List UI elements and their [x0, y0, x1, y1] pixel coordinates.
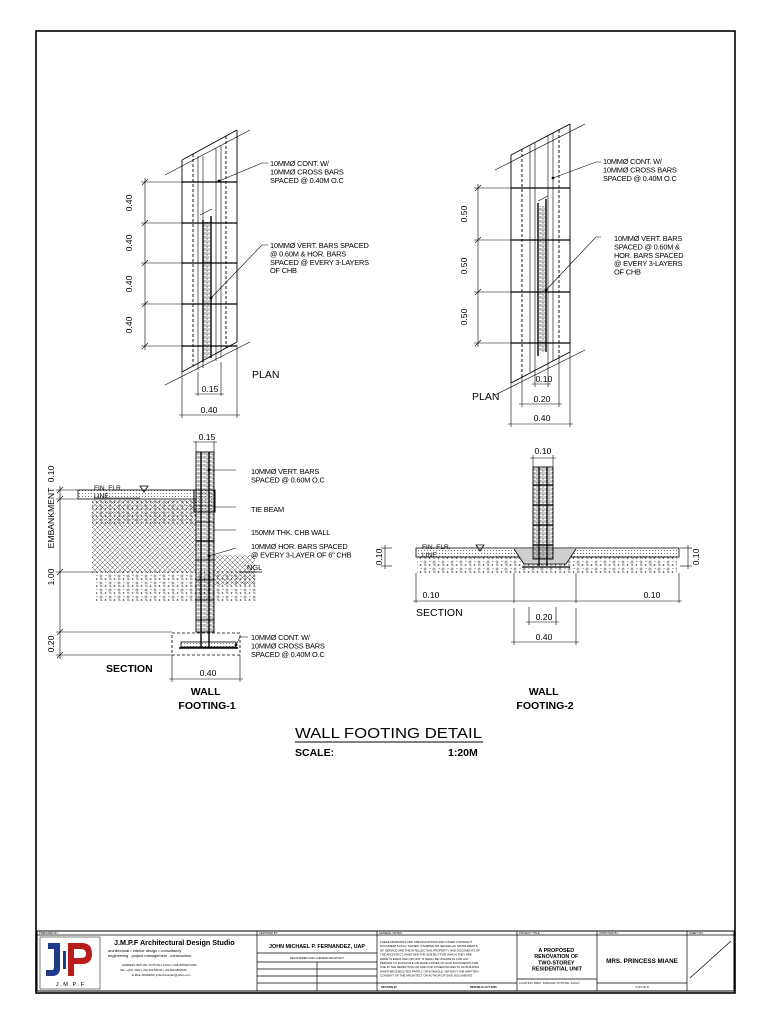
- f2-sec-fin-flr: FIN. FLR. LINE: [422, 544, 452, 559]
- tb-owner-label: O W N E R: [635, 985, 648, 989]
- f1-sec-dim-top: 0.15: [199, 432, 216, 442]
- f2-plan-dim-inner: 0.10: [536, 374, 553, 384]
- f1-sec-note-hor: 10MMØ HOR. BARS SPACED @ EVERY 3-LAYER O…: [251, 542, 352, 559]
- f1-sec-note-chb: 150MM THK. CHB WALL: [251, 528, 330, 537]
- f2-sec-dim-side-a: 0.10: [374, 548, 384, 565]
- tb-firm-address: ADDRESS: BATUAN, POTOTAN, ILOILO, PHILIP…: [122, 963, 197, 967]
- f1-plan-dim-inner: 0.15: [202, 384, 219, 394]
- f1-plan-spacing-3: 0.40: [124, 275, 134, 292]
- scale-value: 1:20M: [448, 747, 478, 759]
- tb-firm-tel: TEL: +(33)- 3000 | +63) 910 820 00 | +63…: [120, 968, 187, 972]
- sheet-title-block: WALL FOOTING DETAIL SCALE: 1:20M: [295, 725, 483, 759]
- f2-plan-spacing-3: 0.50: [459, 308, 469, 325]
- f1-plan-note-cont: 10MMØ CONT. W/ 10MMØ CROSS BARS SPACED @…: [270, 159, 345, 185]
- f1-sec-dim-embankment: 0.10: [46, 465, 56, 482]
- footing2-section: 0.10 FIN. FLR. LINE 0.10 0.10: [374, 446, 701, 712]
- tb-republic-act: REPUBLIC ACT 9266: [470, 985, 497, 989]
- f2-sec-dim-mid: 0.20: [536, 612, 553, 622]
- f1-sec-note-tie: TIE BEAM: [251, 505, 284, 514]
- f1-plan-dim-outer: 0.40: [201, 405, 218, 415]
- scale-label: SCALE:: [295, 747, 334, 759]
- sheet-border: [35, 30, 736, 994]
- f2-sec-dim-outer: 0.40: [536, 632, 553, 642]
- f2-plan-heading: PLAN: [472, 391, 499, 403]
- f1-plan-heading: PLAN: [252, 369, 279, 381]
- tb-firm-email: E-MAIL ADDRESS: jmfar.fernandez@yahoo.co…: [132, 973, 191, 977]
- f1-sec-dim-width: 0.40: [200, 668, 217, 678]
- f1-sec-dim-depth: 1.00: [46, 568, 56, 585]
- tb-firm-tagline2: engineering . project management . const…: [108, 953, 191, 958]
- f2-plan-note-vert: 10MMØ VERT. BARS SPACED @ 0.60M & HOR. B…: [614, 234, 685, 277]
- sheet-title: WALL FOOTING DETAIL: [295, 725, 482, 742]
- f1-plan-spacing-1: 0.40: [124, 194, 134, 211]
- f1-caption: WALL FOOTING-1: [178, 686, 235, 712]
- tb-certified-by: CERTIFIED BY:: [259, 931, 278, 935]
- f2-plan-spacing-2: 0.50: [459, 257, 469, 274]
- f1-plan-spacing-4: 0.40: [124, 316, 134, 333]
- f2-sec-dim-top: 0.10: [535, 446, 552, 456]
- tb-sheet-no: SHEET NO.:: [689, 931, 704, 935]
- tb-project-title: A PROPOSED RENOVATION OF TWO-STOREY RESI…: [532, 948, 583, 973]
- f1-plan-note-vert: 10MMØ VERT. BARS SPACED @ 0.60M & HOR. B…: [270, 241, 371, 275]
- f2-plan-spacing-1: 0.50: [459, 205, 469, 222]
- f2-sec-heading: SECTION: [416, 607, 463, 619]
- footing1-plan: 0.40 0.40 0.40 0.40 0.15 0.40 PLAN 10MMØ…: [124, 129, 371, 418]
- f1-plan-spacing-2: 0.40: [124, 234, 134, 251]
- tb-notes-text: THESE DRAWINGS AND SPECIFICATIONS AND OT…: [380, 940, 481, 978]
- footing2-plan: 0.50 0.50 0.50 0.10 0.20 0.40 PLAN 10MMØ…: [459, 123, 685, 427]
- footing1-section: 0.15 0.10 EMBANKMENT 1.00 0.20 0.40 SECT…: [46, 432, 352, 712]
- f2-sec-dim-left: 0.10: [423, 590, 440, 600]
- tb-location: LOCATION: BRGY. IGMAYAW, POTOTAN, ILOILO: [519, 981, 580, 985]
- tb-approved-by: APPROVED BY:: [599, 931, 619, 935]
- tb-firm-tagline1: architectural • interior design • consul…: [108, 948, 181, 953]
- f2-plan-dim-outer: 0.40: [534, 413, 551, 423]
- f2-sec-dim-side-b: 0.10: [691, 548, 701, 565]
- titleblock: PREPARED BY: J . M . P . F J.M.P.F Archi…: [36, 930, 735, 992]
- logo-letters: J . M . P . F: [56, 982, 85, 988]
- firm-logo: J . M . P . F: [39, 936, 101, 990]
- tb-firm-name: J.M.P.F Architectural Design Studio: [114, 938, 235, 947]
- f1-sec-note-vert: 10MMØ VERT. BARS SPACED @ 0.60M O.C: [251, 467, 325, 484]
- f2-plan-note-cont: 10MMØ CONT. W/ 10MMØ CROSS BARS SPACED @…: [603, 157, 678, 183]
- tb-project-title-label: PROJECT TITLE:: [519, 931, 541, 935]
- f2-plan-dim-mid: 0.20: [534, 394, 551, 404]
- f1-sec-embankment-label: EMBANKMENT: [46, 487, 56, 548]
- f1-sec-fin-flr: FIN. FLR. LINE: [94, 485, 124, 500]
- f1-sec-heading: SECTION: [106, 663, 153, 675]
- tb-owner-name: MRS. PRINCESS MIANE: [606, 958, 678, 965]
- tb-architect-sub: REGISTERED AND LICENSED ARCHITECT: [290, 956, 344, 960]
- f1-sec-note-cont: 10MMØ CONT. W/ 10MMØ CROSS BARS SPACED @…: [251, 633, 326, 659]
- f1-sec-dim-footing: 0.20: [46, 635, 56, 652]
- f1-sec-ngl: NGL: [247, 563, 262, 572]
- tb-section-ref: SECTION 33: [381, 985, 397, 989]
- f2-sec-dim-right: 0.10: [644, 590, 661, 600]
- tb-prepared-by: PREPARED BY:: [39, 931, 59, 935]
- tb-general-notes: GENERAL NOTES:: [379, 931, 403, 935]
- f2-caption: WALL FOOTING-2: [516, 686, 573, 712]
- tb-architect: JOHN MICHAEL P. FERNANDEZ, UAP: [269, 944, 365, 950]
